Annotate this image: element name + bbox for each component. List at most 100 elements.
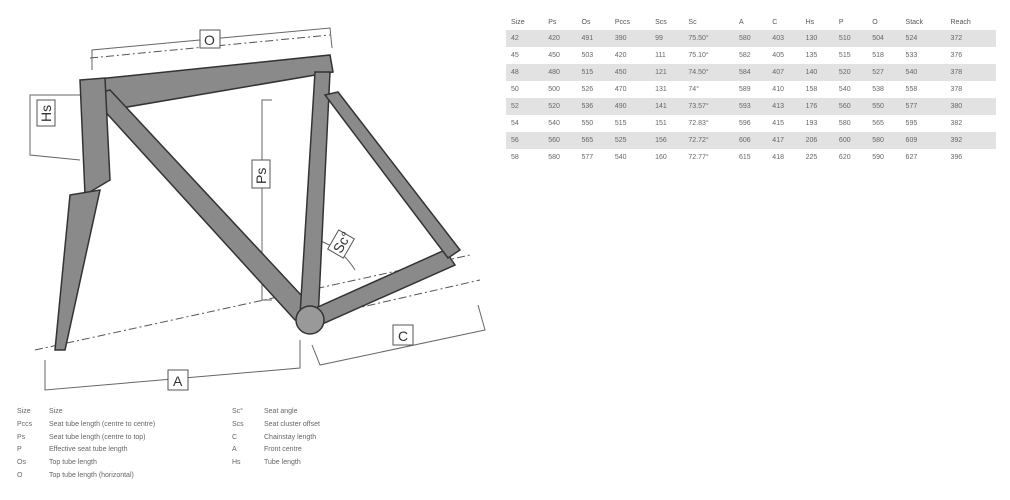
- column-header: P: [838, 18, 844, 26]
- table-cell: 74.50°: [688, 69, 709, 76]
- table-cell: 515: [614, 120, 627, 127]
- legend-desc: Seat tube length (centre to top): [49, 433, 146, 441]
- table-cell: 141: [655, 103, 667, 110]
- table-cell: 577: [581, 154, 594, 161]
- table-cell: 470: [614, 86, 627, 93]
- table-cell: 74°: [688, 86, 699, 93]
- table-cell: 73.57°: [688, 103, 709, 110]
- table-cell: 525: [614, 137, 627, 144]
- table-cell: 627: [905, 154, 918, 161]
- table-cell: 72.83°: [688, 120, 709, 127]
- table-cell: 609: [905, 137, 918, 144]
- table-cell: 56: [511, 137, 519, 144]
- table-cell: 577: [905, 103, 918, 110]
- table-cell: 540: [838, 86, 851, 93]
- table-cell: 50: [511, 86, 519, 93]
- table-cell: 491: [581, 35, 594, 42]
- table-cell: 540: [614, 154, 627, 161]
- table-cell: 140: [805, 69, 818, 76]
- table-cell: 420: [614, 52, 627, 59]
- table-cell: 490: [614, 103, 627, 110]
- table-cell: 600: [838, 137, 851, 144]
- table-cell: 75.50°: [688, 35, 709, 42]
- table-cell: 372: [950, 35, 963, 42]
- table-cell: 160: [655, 154, 667, 161]
- table-cell: 450: [614, 69, 627, 76]
- table-cell: 376: [950, 52, 963, 59]
- table-cell: 415: [772, 120, 784, 127]
- table-cell: 580: [548, 154, 560, 161]
- frame-tubes: [54, 54, 462, 351]
- table-cell: 45: [511, 52, 519, 59]
- legend-desc: Seat cluster offset: [264, 420, 320, 428]
- table-cell: 560: [548, 137, 560, 144]
- table-cell: 526: [581, 86, 594, 93]
- table-cell: 420: [548, 35, 560, 42]
- table-cell: 407: [772, 69, 784, 76]
- table-cell: 450: [548, 52, 560, 59]
- table-cell: 580: [872, 137, 884, 144]
- table-cell: 538: [872, 86, 884, 93]
- legend-desc: Top tube length: [49, 459, 97, 467]
- table-cell: 500: [548, 86, 560, 93]
- table-cell: 540: [548, 120, 560, 127]
- table-cell: 584: [738, 69, 751, 76]
- bike-frame-diagram: O Hs Ps Sc° C A: [29, 27, 486, 391]
- table-cell: 590: [872, 154, 884, 161]
- table-cell: 382: [950, 120, 963, 127]
- table-cell: 413: [772, 103, 784, 110]
- column-header: Pccs: [614, 18, 630, 26]
- legend-desc: Effective seat tube length: [49, 446, 128, 454]
- table-cell: 536: [581, 103, 594, 110]
- table-cell: 206: [805, 137, 818, 144]
- column-header: Hs: [805, 18, 815, 26]
- legend-abbr: Ps: [17, 433, 26, 441]
- table-cell: 565: [581, 137, 594, 144]
- table-cell: 135: [805, 52, 818, 59]
- table-cell: 510: [838, 35, 851, 42]
- table-cell: 403: [772, 35, 784, 42]
- column-header: C: [772, 18, 778, 26]
- table-cell: 378: [950, 69, 963, 76]
- table-cell: 515: [838, 52, 851, 59]
- table-cell: 225: [805, 154, 818, 161]
- table-cell: 58: [511, 154, 519, 161]
- table-cell: 504: [872, 35, 884, 42]
- column-header: Os: [581, 18, 591, 26]
- table-cell: 396: [950, 154, 963, 161]
- table-cell: 540: [905, 69, 918, 76]
- table-cell: 405: [772, 52, 784, 59]
- table-cell: 520: [838, 69, 851, 76]
- legend-abbr: Scs: [232, 420, 244, 428]
- legend-abbr: Os: [17, 459, 26, 467]
- table-cell: 520: [548, 103, 560, 110]
- table-cell: 390: [614, 35, 627, 42]
- table-cell: 593: [738, 103, 751, 110]
- table-cell: 417: [772, 137, 784, 144]
- table-cell: 131: [655, 86, 667, 93]
- legend-abbr: C: [232, 433, 238, 441]
- table-cell: 54: [511, 120, 519, 127]
- legend-desc: Chainstay length: [264, 433, 317, 441]
- table-cell: 515: [581, 69, 594, 76]
- table-cell: 193: [805, 120, 818, 127]
- table-cell: 480: [548, 69, 560, 76]
- legend-desc: Tube length: [264, 459, 301, 467]
- table-cell: 533: [905, 52, 918, 59]
- table-cell: 596: [738, 120, 751, 127]
- table-cell: 565: [872, 120, 884, 127]
- legend-abbr: P: [17, 446, 22, 454]
- table-cell: 158: [805, 86, 818, 93]
- legend-abbr: Hs: [232, 459, 241, 467]
- table-cell: 550: [581, 120, 594, 127]
- column-header: Reach: [950, 18, 971, 26]
- legend-abbr: O: [17, 472, 23, 479]
- column-header: O: [872, 18, 878, 26]
